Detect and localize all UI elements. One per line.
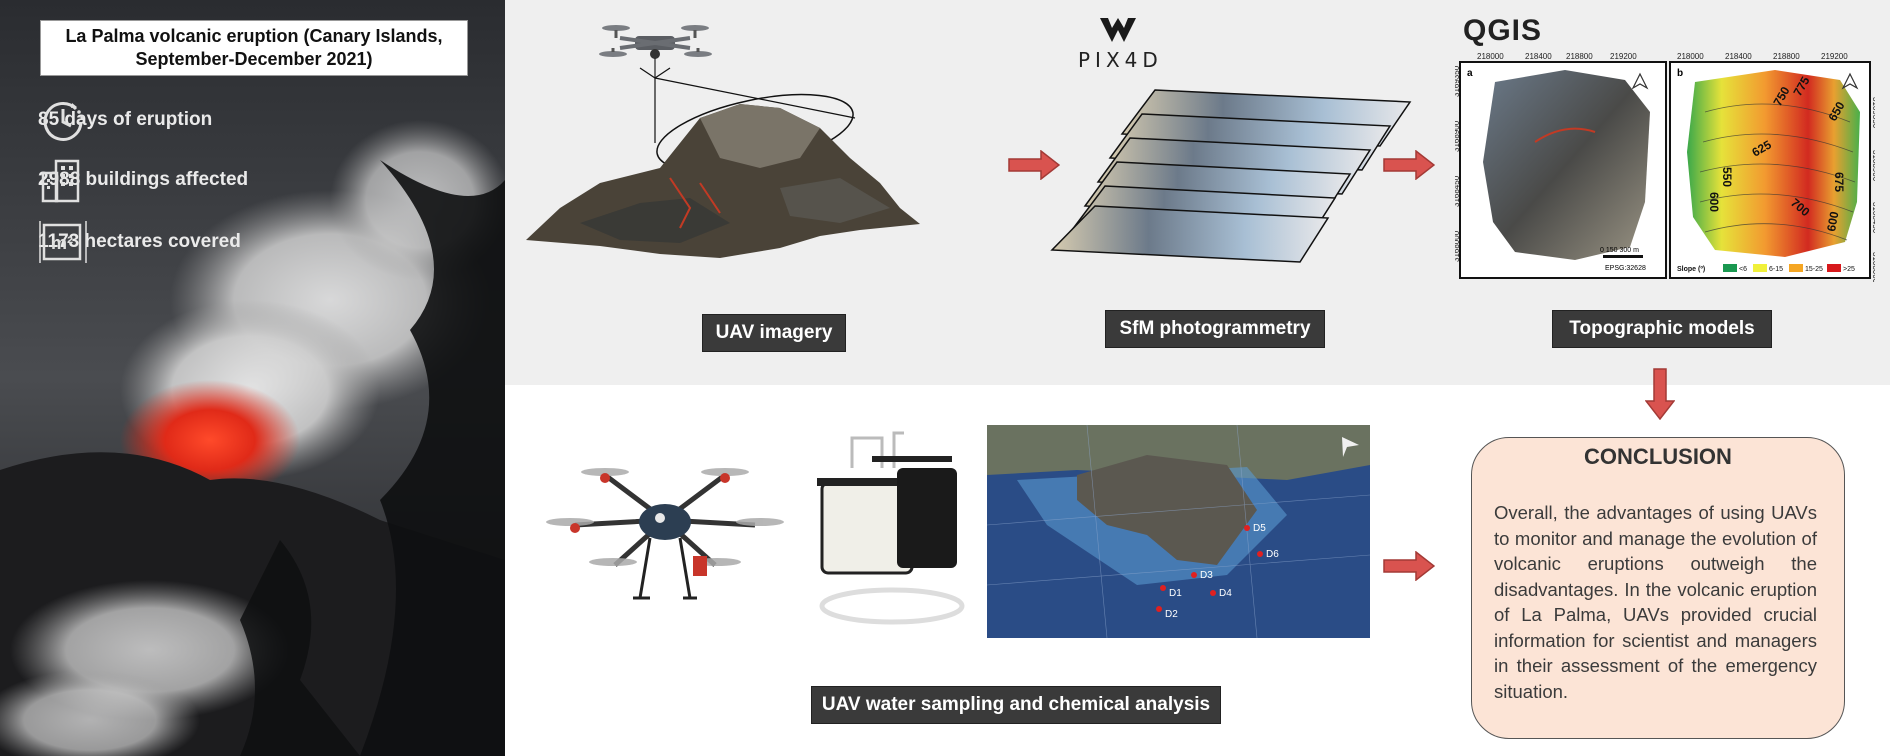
map-a-left-tick-3: 3168000 (1455, 230, 1461, 262)
map-a-panel-label: a (1467, 68, 1473, 79)
water-sampler-illustration (817, 431, 965, 625)
sampling-point-d2: D2 (1165, 609, 1178, 620)
eruption-photo-panel: La Palma volcanic eruption (Canary Islan… (0, 0, 505, 756)
map-b-right-tick-2: 3168450 (1871, 202, 1875, 234)
map-a-bottom-tick-1: 217600 (1550, 281, 1577, 282)
uav-imagery-illustration (526, 25, 920, 258)
buildings-icon (41, 159, 80, 203)
arrow-right-icon (1008, 150, 1060, 180)
conclusion-body: Overall, the advantages of using UAVs to… (1494, 502, 1817, 702)
eruption-title: La Palma volcanic eruption (Canary Islan… (65, 26, 443, 69)
uav-imagery-text: UAV imagery (715, 322, 833, 343)
map-b-right-tick-1: 3168900 (1871, 150, 1875, 182)
clock-icon (43, 101, 84, 141)
pix4d-logo-mark (1100, 18, 1136, 42)
water-sampling-text: UAV water sampling and chemical analysis (821, 694, 1211, 715)
arrow-right-icon (1383, 551, 1435, 581)
arrow-right-icon (1383, 150, 1435, 180)
area-m2-icon: m² (39, 221, 87, 263)
map-a-bottom-tick-0: 217200 (1495, 281, 1522, 282)
eruption-title-box: La Palma volcanic eruption (Canary Islan… (40, 20, 468, 76)
map-a-scale: 0 150 300 m (1600, 247, 1639, 254)
map-b-contour-4: 600 (1707, 192, 1721, 212)
uav-imagery-label: UAV imagery (702, 314, 846, 352)
map-b-legend-3: >25 (1843, 266, 1855, 273)
map-b-top-tick-2: 218800 (1773, 52, 1800, 61)
map-b-contour-8: 600 (1824, 210, 1841, 232)
stat-buildings: 2988 buildings affected (38, 155, 248, 205)
eruption-photo (0, 0, 505, 756)
map-a-top-tick-3: 219200 (1610, 52, 1637, 61)
arrow-down-icon (1645, 368, 1675, 420)
sfm-label-text: SfM photogrammetry (1119, 318, 1311, 339)
sampling-point-d4: D4 (1219, 588, 1232, 599)
map-a-left-tick-0: 3169350 (1455, 65, 1461, 97)
map-a-bottom-tick-2: 218000 (1605, 281, 1632, 282)
pix4d-logo: PIX4D (1078, 18, 1163, 72)
qgis-logo-text: QGIS (1463, 14, 1543, 47)
area-m2-text: m² (51, 233, 73, 253)
stat-days: 85 days of eruption (38, 95, 212, 145)
pix4d-logo-text: PIX4D (1078, 48, 1163, 72)
map-a-top-tick-1: 218400 (1525, 52, 1552, 61)
sampling-point-d1: D1 (1169, 588, 1182, 599)
topographic-maps: 218000 218400 218800 219200 217200 21760… (1455, 52, 1875, 282)
map-b-top-tick-1: 218400 (1725, 52, 1752, 61)
map-b-contour-6: 675 (1832, 172, 1846, 192)
sampling-point-d6: D6 (1266, 549, 1279, 560)
map-b-panel-label: b (1677, 68, 1683, 79)
stat-area-text: 1173 hectares covered (38, 231, 241, 252)
sampling-site-map: D5 D6 D3 D1 D4 D2 (987, 425, 1370, 638)
map-b-top-tick-3: 219200 (1821, 52, 1848, 61)
map-b-right-tick-0: 3169350 (1871, 97, 1875, 129)
map-a-epsg: EPSG:32628 (1605, 265, 1646, 272)
map-a-left-tick-1: 3168900 (1455, 120, 1461, 152)
sfm-label: SfM photogrammetry (1105, 310, 1325, 348)
map-b-contour-3: 550 (1720, 167, 1734, 187)
conclusion-box: CONCLUSION Overall, the advantages of us… (1471, 437, 1845, 739)
map-a-left-tick-2: 3168450 (1455, 175, 1461, 207)
sampling-point-d3: D3 (1200, 570, 1213, 581)
topographic-models-text: Topographic models (1569, 318, 1755, 339)
map-b-top-tick-0: 218000 (1677, 52, 1704, 61)
map-b-right-tick-3: 3168000 (1871, 252, 1875, 282)
map-a-top-tick-2: 218800 (1566, 52, 1593, 61)
map-b-legend-2: 15-25 (1805, 266, 1823, 273)
sfm-photo-stack (1050, 89, 1412, 263)
qgis-logo: QGIS (1463, 14, 1542, 48)
map-b-legend-1: 6-15 (1769, 266, 1783, 273)
map-a-top-tick-0: 218000 (1477, 52, 1504, 61)
map-b-legend-title: Slope (º) (1677, 266, 1705, 273)
stat-area: m² 1173 hectares covered (38, 217, 241, 267)
stat-buildings-text: 2988 buildings affected (38, 169, 249, 190)
conclusion-title: CONCLUSION (1584, 444, 1732, 469)
sampling-point-d5: D5 (1253, 523, 1266, 534)
volcano-3d-model (526, 104, 920, 258)
hexacopter-drone-illustration (546, 468, 784, 600)
drone-icon (599, 25, 712, 59)
water-sampling-label: UAV water sampling and chemical analysis (811, 686, 1221, 724)
map-b-legend-0: <6 (1739, 266, 1747, 273)
topographic-models-label: Topographic models (1552, 310, 1772, 348)
